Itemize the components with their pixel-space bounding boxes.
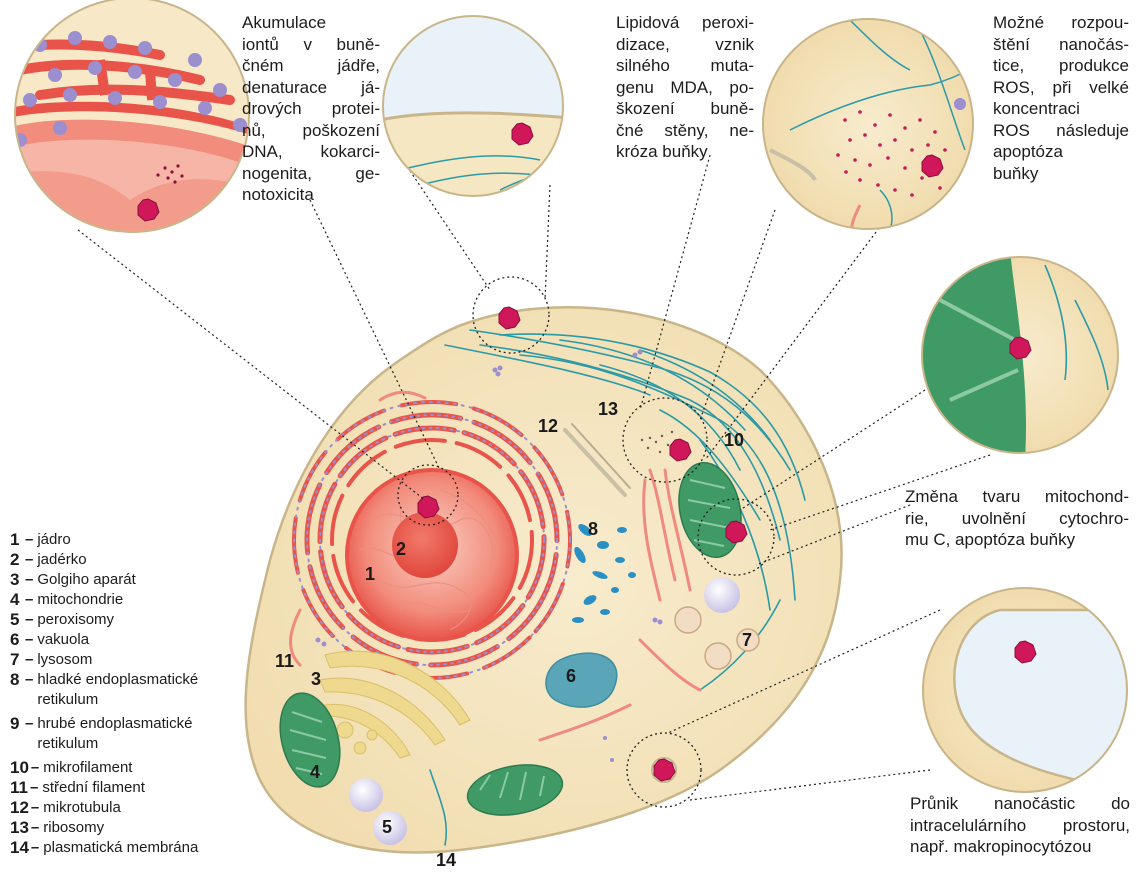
legend-item: 8–hladké endoplasmatické retikulum [10, 670, 198, 710]
label-8: 8 [588, 519, 598, 539]
caption-ions: Akumulace iontů v buně- čném jádře, dena… [242, 12, 380, 206]
label-2: 2 [396, 539, 406, 559]
zoom-ros [760, 15, 985, 235]
label-7: 7 [742, 630, 752, 650]
caption-entry: Průnik nanočástic do intracelulárního pr… [910, 793, 1130, 858]
legend: 1–jádro 2–jadérko 3–Golgiho aparát 4–mit… [10, 530, 198, 858]
label-14: 14 [436, 850, 456, 870]
zoom-entry [920, 585, 1130, 795]
zoom-mitochondrion [915, 250, 1125, 460]
legend-item: 1–jádro [10, 530, 198, 550]
legend-item: 6–vakuola [10, 630, 198, 650]
legend-item: 5–peroxisomy [10, 610, 198, 630]
legend-item: 12–mikrotubula [10, 798, 198, 818]
label-11: 11 [275, 651, 294, 671]
legend-item: 7–lysosom [10, 650, 198, 670]
caption-mitochondria: Změna tvaru mitochond- rie, uvolnění cyt… [905, 486, 1129, 551]
label-6: 6 [566, 666, 576, 686]
legend-item: 14–plasmatická membrána [10, 838, 198, 858]
label-13: 13 [598, 399, 618, 419]
legend-item: 11–střední filament [10, 778, 198, 798]
caption-lipid: Lipidová peroxi- dizace, vznik silného m… [616, 12, 754, 163]
caption-dissolution: Možné rozpou- štění nanočás- tice, produ… [993, 12, 1129, 184]
label-1: 1 [365, 564, 375, 584]
legend-item: 9–hrubé endoplasmatické retikulum [10, 714, 198, 754]
label-5: 5 [382, 817, 392, 837]
endocytosis-notch [652, 758, 676, 782]
label-10: 10 [724, 430, 744, 450]
legend-item: 4–mitochondrie [10, 590, 198, 610]
label-4: 4 [310, 762, 320, 782]
zoom-nucleus [0, 0, 260, 240]
label-12: 12 [538, 416, 558, 436]
legend-item: 3–Golgiho aparát [10, 570, 198, 590]
cell [237, 307, 842, 852]
legend-item: 10–mikrofilament [10, 758, 198, 778]
zoom-membrane [380, 10, 570, 210]
label-3: 3 [311, 669, 321, 689]
legend-item: 2–jadérko [10, 550, 198, 570]
legend-item: 13–ribosomy [10, 818, 198, 838]
